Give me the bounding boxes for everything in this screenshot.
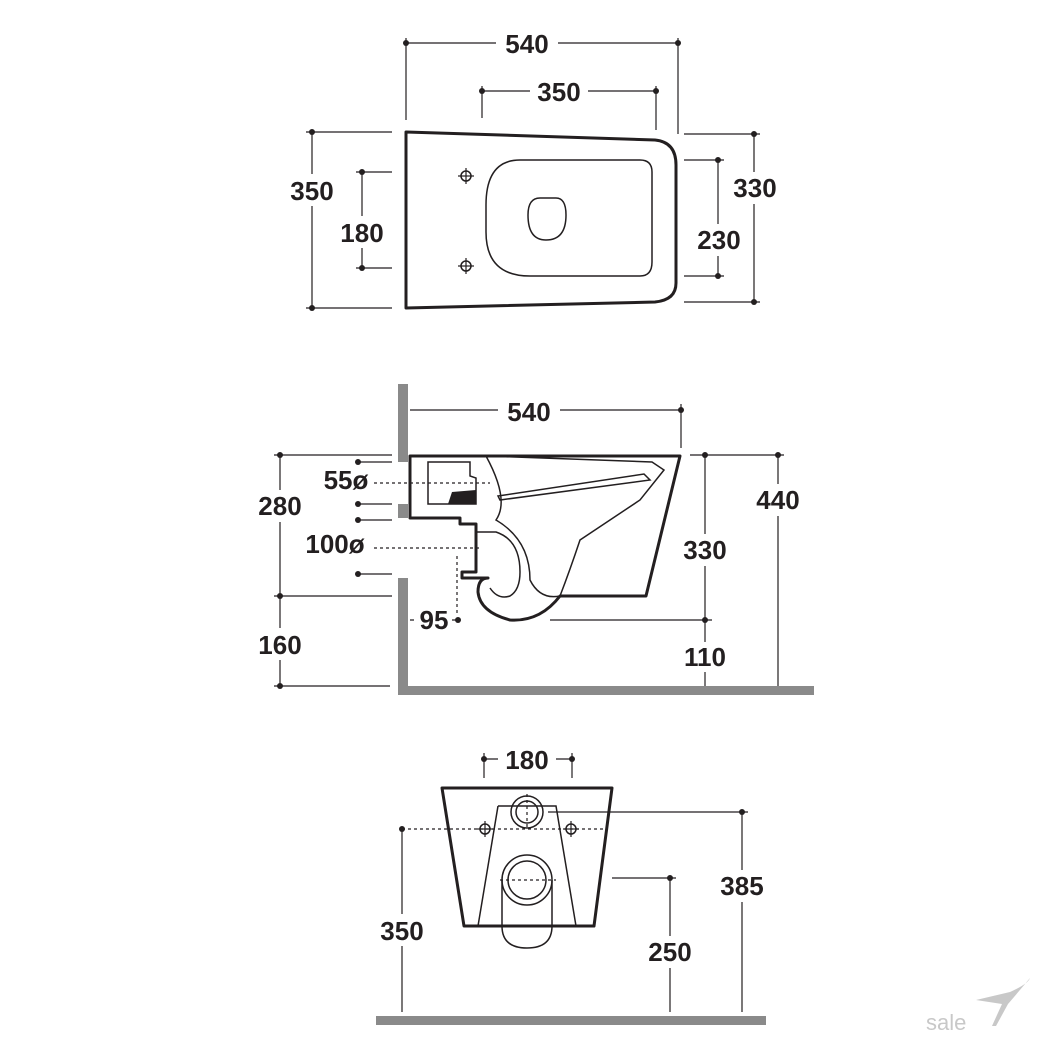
top-dim-350-width: 350	[290, 176, 333, 206]
front-dim-180: 180	[505, 745, 548, 775]
side-view-inlet	[427, 461, 477, 505]
side-dim-280: 280	[258, 491, 301, 521]
watermark-text: sale	[926, 1010, 966, 1035]
side-dim-100: 100ø	[305, 529, 364, 559]
side-dim-55: 55ø	[324, 465, 369, 495]
top-dim-230: 230	[697, 225, 740, 255]
side-dim-160: 160	[258, 630, 301, 660]
front-view-outline	[440, 786, 614, 928]
top-dim-180: 180	[340, 218, 383, 248]
front-dim-250: 250	[648, 937, 691, 967]
side-view: 540 55ø 100ø 280 160 95	[250, 384, 814, 695]
front-view-fixing-hole-left	[477, 821, 493, 837]
side-view-outline	[408, 454, 682, 622]
front-view: 180 350 385 250	[372, 744, 772, 1025]
top-view-outline	[404, 130, 678, 310]
side-dim-330: 330	[683, 535, 726, 565]
side-view-outlet	[476, 531, 521, 598]
floor-side	[398, 686, 814, 695]
top-view-fixing-hole-lower	[458, 258, 474, 274]
top-dim-350-span: 350	[537, 77, 580, 107]
top-view-seat-opening	[485, 159, 653, 277]
front-view-outlet-tube	[501, 880, 553, 949]
top-dim-540: 540	[505, 29, 548, 59]
side-dim-95: 95	[420, 605, 449, 635]
front-dim-350: 350	[380, 916, 423, 946]
top-view-fixing-hole-upper	[458, 168, 474, 184]
side-dim-440: 440	[756, 485, 799, 515]
floor-front	[376, 1016, 766, 1025]
watermark-logo: sale	[926, 978, 1030, 1035]
side-dim-540: 540	[507, 397, 550, 427]
side-view-bowl-inner	[484, 455, 666, 598]
top-view-flush-hole	[527, 197, 567, 241]
side-view-rim	[496, 473, 652, 501]
side-dim-110: 110	[684, 642, 726, 672]
top-dim-330: 330	[733, 173, 776, 203]
top-view: 540 350 350 180 330 230	[284, 28, 784, 311]
front-dim-385: 385	[720, 871, 763, 901]
